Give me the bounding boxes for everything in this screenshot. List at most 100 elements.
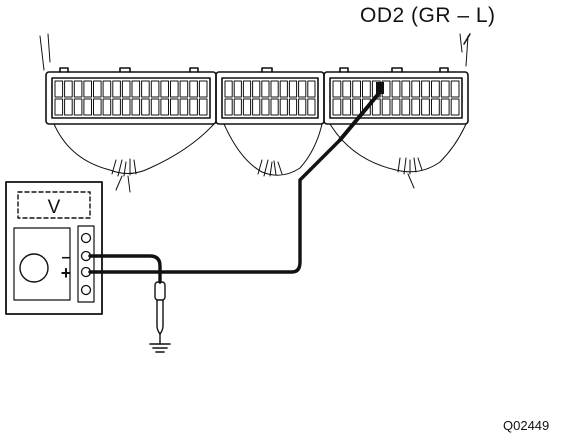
connector-pin-cavity — [150, 98, 160, 116]
connector-pin-cavity — [141, 80, 150, 98]
positive-probe-tip — [338, 90, 382, 142]
positive-test-lead — [88, 138, 342, 274]
positive-jack-symbol: + — [61, 263, 72, 283]
connector-pin-cavity — [270, 98, 279, 116]
connector-pin-cavity — [170, 80, 179, 98]
od2-terminal — [376, 82, 384, 94]
connector-pin-cavity — [270, 80, 279, 98]
connector-pin-cavity — [242, 80, 252, 98]
connector-pin-cavity — [298, 80, 307, 98]
voltmeter-jack-1 — [80, 232, 92, 244]
connector-pin-cavity — [332, 98, 342, 116]
voltmeter-body — [5, 181, 103, 315]
connector-pin-cavity — [440, 80, 450, 98]
ecu-connector-right — [323, 67, 469, 125]
connector-pin-cavity — [121, 98, 131, 116]
connector-pin-cavity — [93, 98, 102, 116]
connector-pin-cavity — [160, 98, 169, 116]
connector-pin-cavity — [179, 80, 189, 98]
ground-symbol-icon — [149, 343, 171, 353]
connector-pin-cavity — [54, 98, 64, 116]
connector-pin-cavity — [288, 80, 298, 98]
connector-pin-cavity — [431, 98, 440, 116]
connector-pin-cavity — [362, 80, 371, 98]
connector-pin-cavity — [342, 98, 352, 116]
callout-leader-line — [463, 33, 471, 45]
connector-pin-cavity — [160, 80, 169, 98]
connector-pin-cavity — [450, 80, 460, 98]
voltmeter-jack-4 — [80, 284, 92, 296]
connector-pin-cavity — [421, 80, 430, 98]
connector-pin-cavity — [141, 98, 150, 116]
connector-pin-cavity — [54, 80, 64, 98]
negative-jack-symbol: – — [62, 249, 71, 266]
connector-pin-cavity — [83, 98, 93, 116]
connector-pin-cavity — [279, 80, 288, 98]
connector-pin-cavity — [261, 98, 270, 116]
connector-pin-cavity — [391, 80, 401, 98]
connector-pin-cavity — [224, 80, 233, 98]
connector-pin-cavity — [352, 80, 362, 98]
figure-id-label: Q02449 — [503, 418, 550, 433]
connector-pin-cavity — [189, 80, 198, 98]
connector-pin-cavity — [421, 98, 430, 116]
connector-pin-cavity — [198, 98, 208, 116]
connector-pin-cavity — [93, 80, 102, 98]
connector-pin-cavity — [252, 98, 261, 116]
connector-pin-cavity — [73, 98, 83, 116]
connector-pin-cavity — [198, 80, 208, 98]
connector-pin-cavity — [102, 98, 112, 116]
connector-pin-cavity — [391, 98, 401, 116]
connector-pin-cavity — [411, 98, 421, 116]
voltmeter-jack-column — [77, 225, 95, 303]
voltmeter-dial — [19, 253, 49, 283]
connector-pin-cavity — [64, 80, 73, 98]
connector-pin-cavity — [131, 80, 141, 98]
connector-pin-cavity — [288, 98, 298, 116]
voltmeter-dial-panel — [13, 227, 71, 301]
connector-pin-cavity — [401, 98, 411, 116]
ecu-connector-middle — [215, 67, 325, 125]
connector-pin-cavity — [179, 98, 189, 116]
connector-pin-cavity — [411, 80, 421, 98]
connector-pin-cavity — [131, 98, 141, 116]
connector-pin-cavity — [362, 98, 371, 116]
connector-pin-cavity — [112, 98, 121, 116]
connector-pin-cavity — [150, 80, 160, 98]
connector-pin-cavity — [307, 98, 316, 116]
connector-pin-cavity — [381, 98, 391, 116]
connector-pin-cavity — [279, 98, 288, 116]
terminal-callout-label: OD2 (GR – L) — [360, 4, 496, 27]
connector-pin-cavity — [121, 80, 131, 98]
connector-pin-cavity — [298, 98, 307, 116]
connector-pin-cavity — [450, 98, 460, 116]
connector-pin-cavity — [233, 98, 242, 116]
connector-pin-cavity — [252, 80, 261, 98]
connector-pin-cavity — [170, 98, 179, 116]
connector-pin-cavity — [342, 80, 352, 98]
connector-pin-cavity — [261, 80, 270, 98]
voltmeter-unit-label: V — [48, 197, 61, 218]
test-probe-icon — [154, 281, 166, 345]
connector-pin-cavity — [189, 98, 198, 116]
connector-pin-cavity — [83, 80, 93, 98]
connector-pin-cavity — [112, 80, 121, 98]
connector-pin-cavity — [73, 80, 83, 98]
wire-harness-bundles — [53, 123, 467, 193]
negative-test-lead — [88, 254, 162, 284]
connector-pin-cavity — [102, 80, 112, 98]
connector-pin-cavity — [233, 80, 242, 98]
voltmeter-display — [17, 191, 91, 219]
ecu-connector-left — [45, 67, 217, 125]
connector-pin-cavity — [332, 80, 342, 98]
connector-pin-cavity — [401, 80, 411, 98]
connector-pin-cavity — [224, 98, 233, 116]
connector-loom-outline — [39, 33, 469, 71]
connector-pin-cavity — [440, 98, 450, 116]
connector-pin-cavity — [307, 80, 316, 98]
connector-pin-cavity — [64, 98, 73, 116]
connector-pin-cavity — [352, 98, 362, 116]
connector-pin-cavity — [431, 80, 440, 98]
connector-pin-cavity — [242, 98, 252, 116]
